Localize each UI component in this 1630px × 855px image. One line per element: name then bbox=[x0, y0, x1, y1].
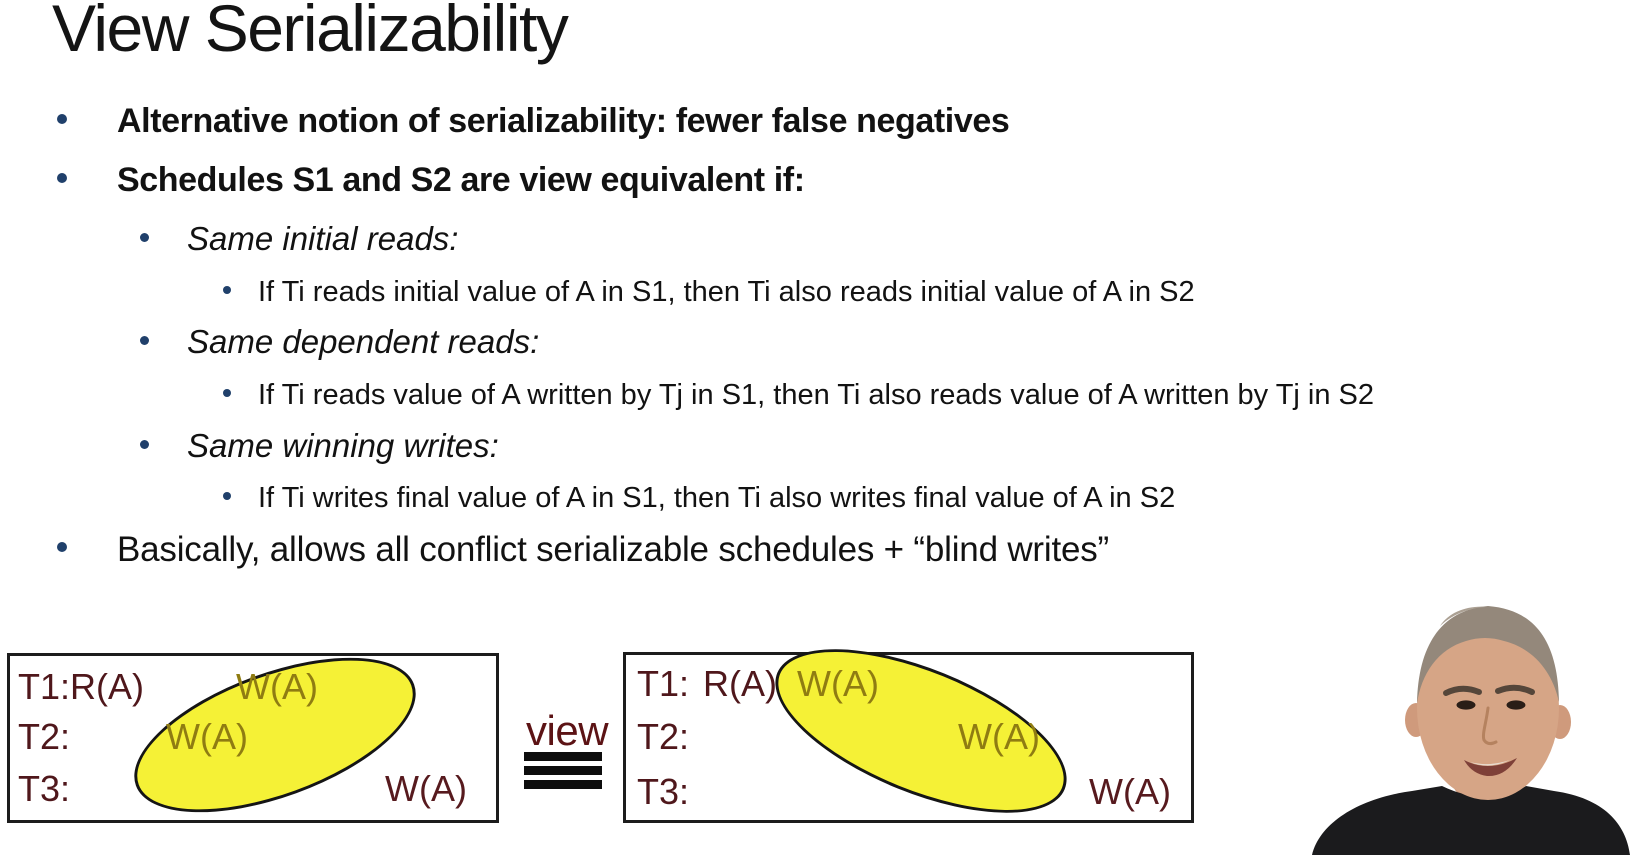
bullet-text: Same dependent reads: bbox=[187, 323, 540, 360]
t3-write-op: W(A) bbox=[1089, 771, 1171, 812]
person-eyebrow bbox=[1443, 685, 1482, 696]
person-mouth bbox=[1464, 758, 1517, 777]
bullet-line: Schedules S1 and S2 are view equivalent … bbox=[57, 160, 805, 200]
bullet-text: If Ti writes final value of A in S1, the… bbox=[258, 482, 1176, 514]
t1-write-op: W(A) bbox=[236, 666, 318, 707]
bullet-text: Alternative notion of serializability: f… bbox=[117, 102, 1010, 140]
bullet-line: If Ti writes final value of A in S1, the… bbox=[223, 481, 1175, 515]
bullet-icon bbox=[140, 440, 149, 449]
bullet-line: Same winning writes: bbox=[140, 427, 499, 466]
bullet-line: If Ti reads value of A written by Tj in … bbox=[223, 378, 1374, 412]
t1-read-op: R(A) bbox=[70, 666, 144, 707]
t1-label: T1: bbox=[637, 663, 690, 704]
bullet-icon bbox=[223, 492, 231, 500]
bullet-line: Basically, allows all conflict serializa… bbox=[57, 529, 1109, 570]
bullet-icon bbox=[57, 114, 67, 124]
bullet-line: Alternative notion of serializability: f… bbox=[57, 101, 1010, 141]
t1-read-op: R(A) bbox=[703, 663, 777, 704]
t3-label: T3: bbox=[637, 771, 690, 812]
bullet-line: If Ti reads initial value of A in S1, th… bbox=[223, 275, 1195, 309]
bullet-text: Same winning writes: bbox=[187, 427, 499, 464]
bullet-line: Same initial reads: bbox=[140, 220, 458, 259]
person-shirt bbox=[1312, 786, 1630, 855]
person-hair-highlight bbox=[1440, 606, 1488, 626]
bullet-icon bbox=[140, 336, 149, 345]
presenter-headshot-icon bbox=[1312, 606, 1630, 855]
person-teeth bbox=[1470, 760, 1510, 766]
equiv-bar bbox=[524, 779, 602, 789]
bullet-icon bbox=[223, 286, 231, 294]
schedule-box-s2: T1: R(A) W(A) T2: W(A) T3: W(A) bbox=[623, 615, 1194, 847]
person-nose bbox=[1482, 706, 1498, 746]
t1-write-op: W(A) bbox=[797, 663, 879, 704]
presenter-webcam bbox=[1290, 586, 1630, 855]
bullet-icon bbox=[57, 542, 67, 552]
bullet-text: If Ti reads initial value of A in S1, th… bbox=[258, 276, 1195, 308]
equiv-bar bbox=[524, 751, 602, 761]
bullet-text: If Ti reads value of A written by Tj in … bbox=[258, 379, 1375, 411]
t2-write-op: W(A) bbox=[958, 716, 1040, 757]
bullet-line: Same dependent reads: bbox=[140, 323, 539, 362]
person-hair bbox=[1417, 606, 1559, 704]
t2-label: T2: bbox=[637, 716, 690, 757]
t3-label: T3: bbox=[18, 768, 71, 809]
bullet-icon bbox=[140, 233, 149, 242]
bullet-text: Basically, allows all conflict serializa… bbox=[117, 530, 1110, 569]
schedule-box-s1: T1: R(A) W(A) T2: W(A) T3: W(A) bbox=[7, 626, 499, 844]
bullet-text: Schedules S1 and S2 are view equivalent … bbox=[117, 161, 805, 199]
person-eye bbox=[1456, 700, 1476, 710]
bullet-icon bbox=[223, 389, 231, 397]
person-eye bbox=[1506, 700, 1526, 710]
equiv-bar bbox=[524, 765, 602, 775]
view-label: view bbox=[526, 707, 609, 754]
person-eyebrow bbox=[1495, 684, 1535, 695]
t1-label: T1: bbox=[18, 666, 71, 707]
page-title: View Serializability bbox=[52, 0, 569, 65]
t2-label: T2: bbox=[18, 716, 71, 757]
view-equivalence-symbol: view bbox=[524, 707, 628, 789]
t3-write-op: W(A) bbox=[385, 768, 467, 809]
t2-write-op: W(A) bbox=[166, 716, 248, 757]
highlight-ellipse bbox=[114, 626, 436, 844]
bullet-icon bbox=[57, 173, 67, 183]
bullet-text: Same initial reads: bbox=[187, 220, 459, 257]
